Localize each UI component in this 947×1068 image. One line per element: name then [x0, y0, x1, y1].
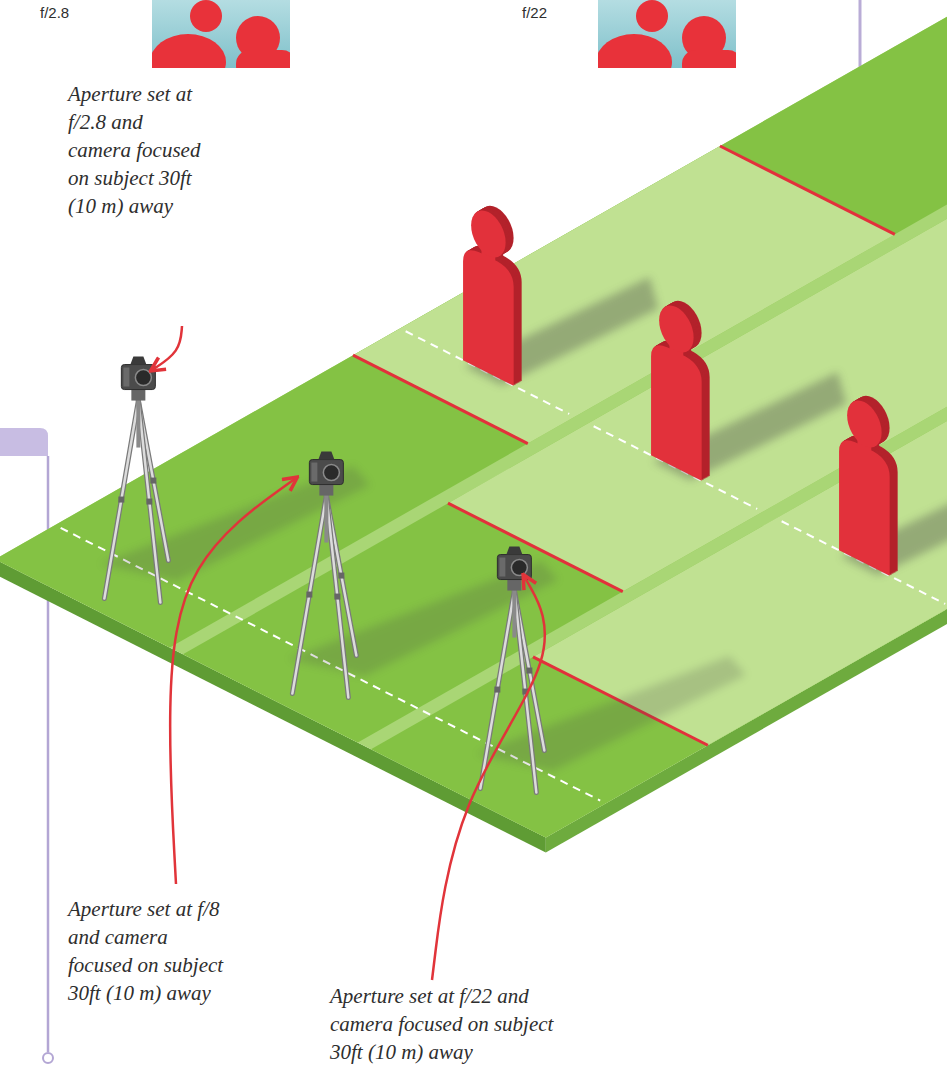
figure-front [839, 389, 890, 576]
focus-limit-line [720, 146, 895, 234]
leader-arrow [152, 326, 182, 370]
tripod-leg-outline [292, 496, 326, 694]
camera-prism [506, 547, 522, 555]
tripod-camera [104, 357, 168, 603]
leg-clamp [334, 594, 340, 600]
figure-body [840, 428, 891, 575]
camera-grip [123, 368, 129, 387]
slab-top [0, 0, 947, 838]
sharp-zone [448, 0, 947, 592]
figure-front [463, 199, 514, 386]
leader-arrows [152, 326, 545, 980]
subject-figure [463, 195, 522, 386]
leg-clamp [150, 478, 156, 484]
callout-note: Aperture set at f/2.8 and camera focused… [68, 80, 208, 220]
aperture-caption: f/22 [522, 4, 592, 22]
tripod-camera [480, 547, 544, 793]
leg-clamp [118, 497, 124, 503]
leg-clamp [146, 499, 152, 505]
camera-body [121, 365, 155, 390]
figure-body [463, 238, 514, 385]
tripod-leg-outline [514, 591, 536, 793]
tripod-camera [292, 452, 356, 698]
leg-clamp [494, 687, 500, 693]
tripod-leg [292, 496, 326, 694]
camera-lens [511, 560, 527, 576]
camera-grip [499, 558, 505, 577]
camera-lens [323, 465, 339, 481]
camera-prism [318, 452, 334, 460]
figure-head [636, 0, 668, 32]
ground-scene [0, 0, 947, 853]
camera-grip [311, 463, 317, 482]
figure-head [190, 0, 222, 32]
tripod-leg [326, 496, 348, 698]
leg-clamp [306, 592, 312, 598]
aperture-caption: f/2.8 [40, 4, 120, 22]
figure-body [152, 34, 226, 68]
page-frame-end [43, 1053, 53, 1063]
camera [497, 547, 531, 580]
subject-figure [651, 290, 710, 481]
tripod-leg-outline [480, 591, 514, 789]
camera-body [497, 555, 531, 580]
sharp-zone [533, 0, 947, 745]
figure-side [464, 199, 515, 386]
leader-arrow [432, 576, 545, 980]
tripod-leg [138, 401, 160, 603]
tripod-leg [514, 591, 536, 793]
figure-body [598, 34, 672, 68]
figure-head [471, 203, 506, 264]
tripod-leg [104, 401, 138, 599]
figure-head [847, 393, 882, 454]
camera-prism [130, 357, 146, 365]
figure-body [839, 428, 890, 575]
figure-body [651, 333, 702, 480]
page-tab [0, 428, 48, 456]
figure-side [652, 294, 703, 481]
leg-clamp [526, 668, 532, 674]
camera [121, 357, 155, 390]
camera-lens [135, 370, 151, 386]
figure-front [651, 294, 702, 481]
ground-plane [0, 0, 947, 853]
sample-photo [152, 0, 290, 68]
sample-photo [598, 0, 736, 68]
tripod-leg-outline [326, 496, 348, 698]
figure-body [464, 238, 515, 385]
figure-side [840, 389, 891, 576]
subject-figure [839, 385, 898, 576]
callout-note: Aperture set at f/8 and camera focused o… [68, 895, 233, 1007]
tripod-column [136, 393, 140, 448]
leg-clamp [338, 573, 344, 579]
callout-note: Aperture set at f/22 and camera focused … [330, 982, 555, 1066]
camera [309, 452, 343, 485]
figure-head [659, 298, 694, 359]
tripod-column [512, 583, 516, 638]
tripod-leg-outline [138, 401, 160, 603]
figure-body [652, 333, 703, 480]
tripod-leg [480, 591, 514, 789]
leader-arrow [170, 478, 296, 884]
figure-body [236, 50, 290, 68]
tripod-head [507, 579, 521, 591]
tripod-head [131, 389, 145, 401]
camera-body [309, 460, 343, 485]
figure-body [682, 50, 736, 68]
tripod-head [319, 484, 333, 496]
tripod-column [324, 488, 328, 543]
lane [371, 0, 947, 838]
tripod-leg-outline [104, 401, 138, 599]
page-frame-line [859, 0, 862, 70]
